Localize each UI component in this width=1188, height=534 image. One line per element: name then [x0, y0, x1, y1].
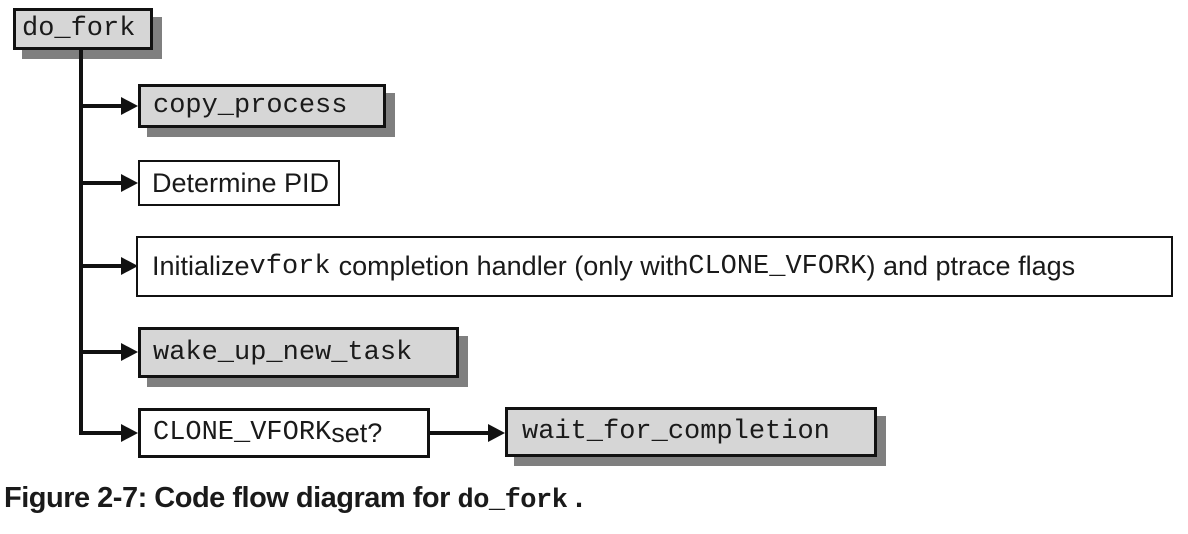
node-wait-for-completion-label: wait_for_completion [522, 417, 830, 447]
init-vfork-text-2: completion handler (only with [338, 251, 689, 281]
node-do-fork: do_fork [13, 8, 153, 50]
arrowhead-icon [121, 257, 138, 275]
init-vfork-code-vfork: vfork [249, 251, 331, 282]
init-vfork-text-3: ) and ptrace flags [866, 251, 1076, 281]
init-vfork-text-1: Initialize [152, 251, 250, 281]
link-line-wait-for-completion [430, 431, 490, 435]
node-wake-up-new-task-label: wake_up_new_task [153, 337, 413, 368]
arrowhead-icon [121, 174, 138, 192]
node-initialize-vfork-handler: Initialize vfork completion handler (onl… [136, 236, 1173, 297]
branch-line-init-vfork [81, 264, 124, 268]
node-determine-pid-label: Determine PID [152, 167, 330, 198]
node-copy-process: copy_process [138, 84, 386, 128]
branch-line-copy-process [81, 104, 124, 108]
node-do-fork-label: do_fork [22, 14, 136, 44]
arrowhead-icon [121, 424, 138, 442]
arrowhead-icon [488, 424, 505, 442]
node-copy-process-label: copy_process [153, 91, 348, 121]
caption-prefix: Figure 2-7: Code flow diagram for [4, 482, 458, 514]
branch-line-determine-pid [81, 181, 124, 185]
caption-suffix: . [574, 482, 583, 514]
node-wait-for-completion: wait_for_completion [505, 407, 877, 457]
figure-caption: Figure 2-7: Code flow diagram for do_for… [4, 482, 583, 516]
init-vfork-code-clone-vfork: CLONE_VFORK [688, 251, 867, 282]
arrowhead-icon [121, 343, 138, 361]
node-determine-pid: Determine PID [138, 160, 340, 206]
node-clone-vfork-set: CLONE_VFORK set? [138, 408, 430, 458]
arrowhead-icon [121, 97, 138, 115]
branch-line-wake-up-new-task [81, 350, 124, 354]
clone-vfork-set-code: CLONE_VFORK [153, 418, 332, 448]
branch-line-clone-vfork-set [81, 431, 124, 435]
node-wake-up-new-task: wake_up_new_task [138, 327, 459, 378]
caption-code: do_fork [457, 486, 568, 516]
clone-vfork-set-text: set? [331, 417, 383, 448]
trunk-connector-line [79, 50, 83, 435]
